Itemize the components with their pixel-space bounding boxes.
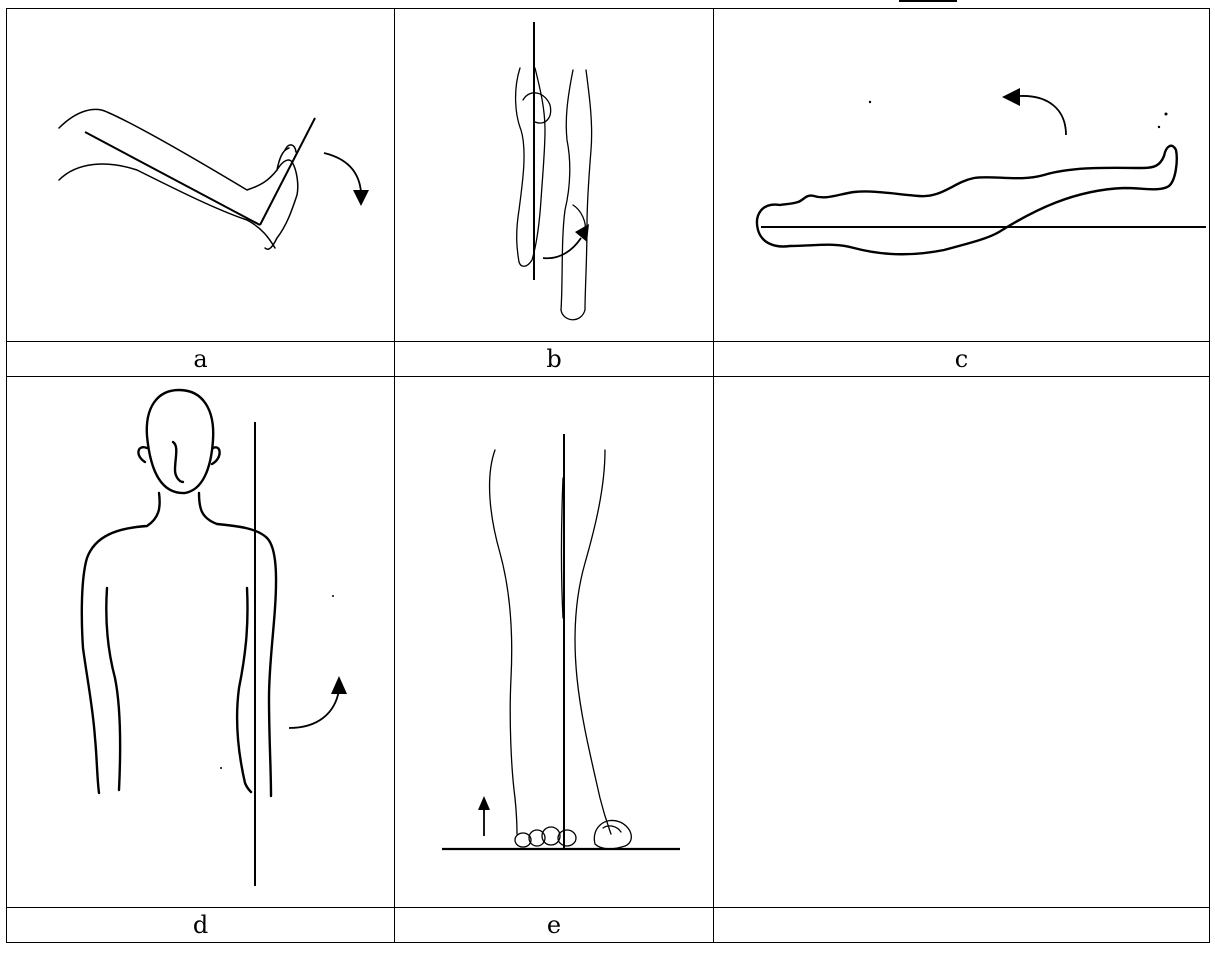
panel-d-image	[7, 377, 395, 908]
panel-a-label: a	[7, 342, 395, 377]
panel-a-image	[7, 9, 395, 342]
supine-figure-illustration	[714, 10, 1208, 340]
panel-e-image	[395, 377, 714, 908]
upper-body-front-illustration	[7, 378, 393, 906]
legs-front-view-illustration	[395, 10, 712, 340]
panel-f-empty	[714, 377, 1210, 908]
top-rule	[899, 0, 957, 2]
panel-b-image	[395, 9, 714, 342]
panel-c-label: c	[714, 342, 1210, 377]
panel-b-label: b	[395, 342, 714, 377]
figure-grid: a b c	[6, 8, 1210, 943]
leg-side-view-illustration	[7, 10, 393, 340]
panel-c-image	[714, 9, 1210, 342]
lower-legs-feet-illustration	[395, 378, 712, 906]
panel-e-label: e	[395, 908, 714, 943]
panel-f-label	[714, 908, 1210, 943]
panel-d-label: d	[7, 908, 395, 943]
